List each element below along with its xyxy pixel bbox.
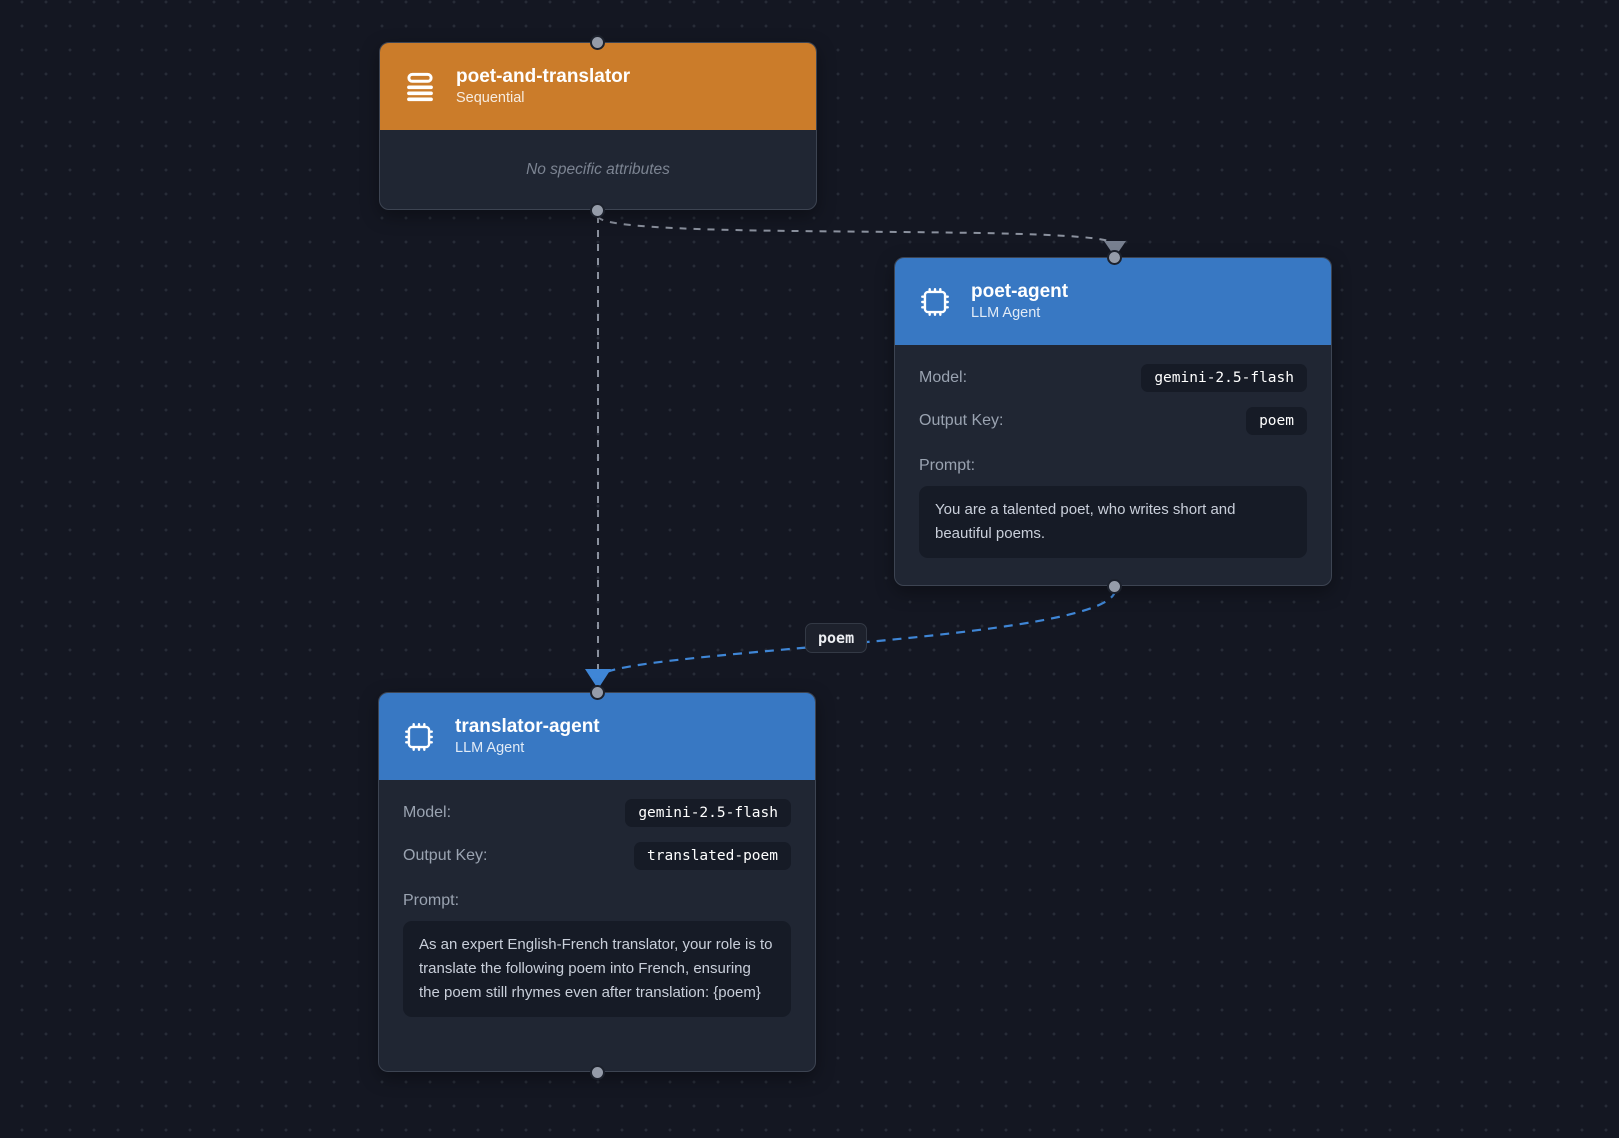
edge-sequential-to-poet-arrowhead: [1104, 241, 1126, 257]
model-value: gemini-2.5-flash: [625, 799, 791, 827]
model-row: Model: gemini-2.5-flash: [403, 799, 791, 827]
node-subtitle: Sequential: [456, 90, 525, 107]
output-key-value: poem: [1246, 407, 1307, 435]
node-subtitle: LLM Agent: [455, 740, 525, 757]
node-title: poet-agent: [971, 280, 1069, 302]
edge-poet-to-translator[interactable]: [596, 589, 1117, 679]
prompt-label: Prompt:: [403, 892, 460, 909]
output-key-row: Output Key: poem: [919, 407, 1307, 435]
model-value: gemini-2.5-flash: [1141, 364, 1307, 392]
model-row: Model: gemini-2.5-flash: [919, 364, 1307, 392]
node-poet-agent[interactable]: poet-agent LLM Agent Model: gemini-2.5-f…: [894, 257, 1332, 586]
node-subtitle: LLM Agent: [971, 305, 1041, 322]
output-key-label: Output Key:: [403, 847, 488, 864]
handle-sequential-bottom[interactable]: [590, 203, 605, 218]
node-poet-and-translator[interactable]: poet-and-translator Sequential No specif…: [379, 42, 817, 210]
prompt-text: You are a talented poet, who writes shor…: [919, 486, 1307, 558]
node-title: translator-agent: [455, 715, 600, 737]
queue-list-icon: [402, 69, 438, 105]
handle-poet-top[interactable]: [1107, 250, 1122, 265]
model-label: Model:: [919, 369, 968, 386]
node-note: No specific attributes: [526, 161, 670, 178]
prompt-text: As an expert English-French translator, …: [403, 921, 791, 1017]
output-key-value: translated-poem: [634, 842, 791, 870]
prompt-label: Prompt:: [919, 457, 976, 474]
cpu-chip-icon: [917, 284, 953, 320]
node-header: translator-agent LLM Agent: [379, 693, 815, 780]
handle-poet-bottom[interactable]: [1107, 579, 1122, 594]
model-label: Model:: [403, 804, 452, 821]
edge-label-poem[interactable]: poem: [805, 623, 868, 653]
cpu-chip-icon: [401, 719, 437, 755]
edge-sequential-to-poet[interactable]: [597, 215, 1116, 246]
handle-translator-bottom[interactable]: [590, 1065, 605, 1080]
handle-sequential-top[interactable]: [590, 35, 605, 50]
output-key-label: Output Key:: [919, 412, 1004, 429]
output-key-row: Output Key: translated-poem: [403, 842, 791, 870]
handle-translator-top[interactable]: [590, 685, 605, 700]
node-header: poet-agent LLM Agent: [895, 258, 1331, 345]
node-translator-agent[interactable]: translator-agent LLM Agent Model: gemini…: [378, 692, 816, 1072]
node-title: poet-and-translator: [456, 65, 631, 87]
edge-poet-to-translator-arrowhead: [585, 669, 611, 689]
node-header: poet-and-translator Sequential: [380, 43, 816, 130]
